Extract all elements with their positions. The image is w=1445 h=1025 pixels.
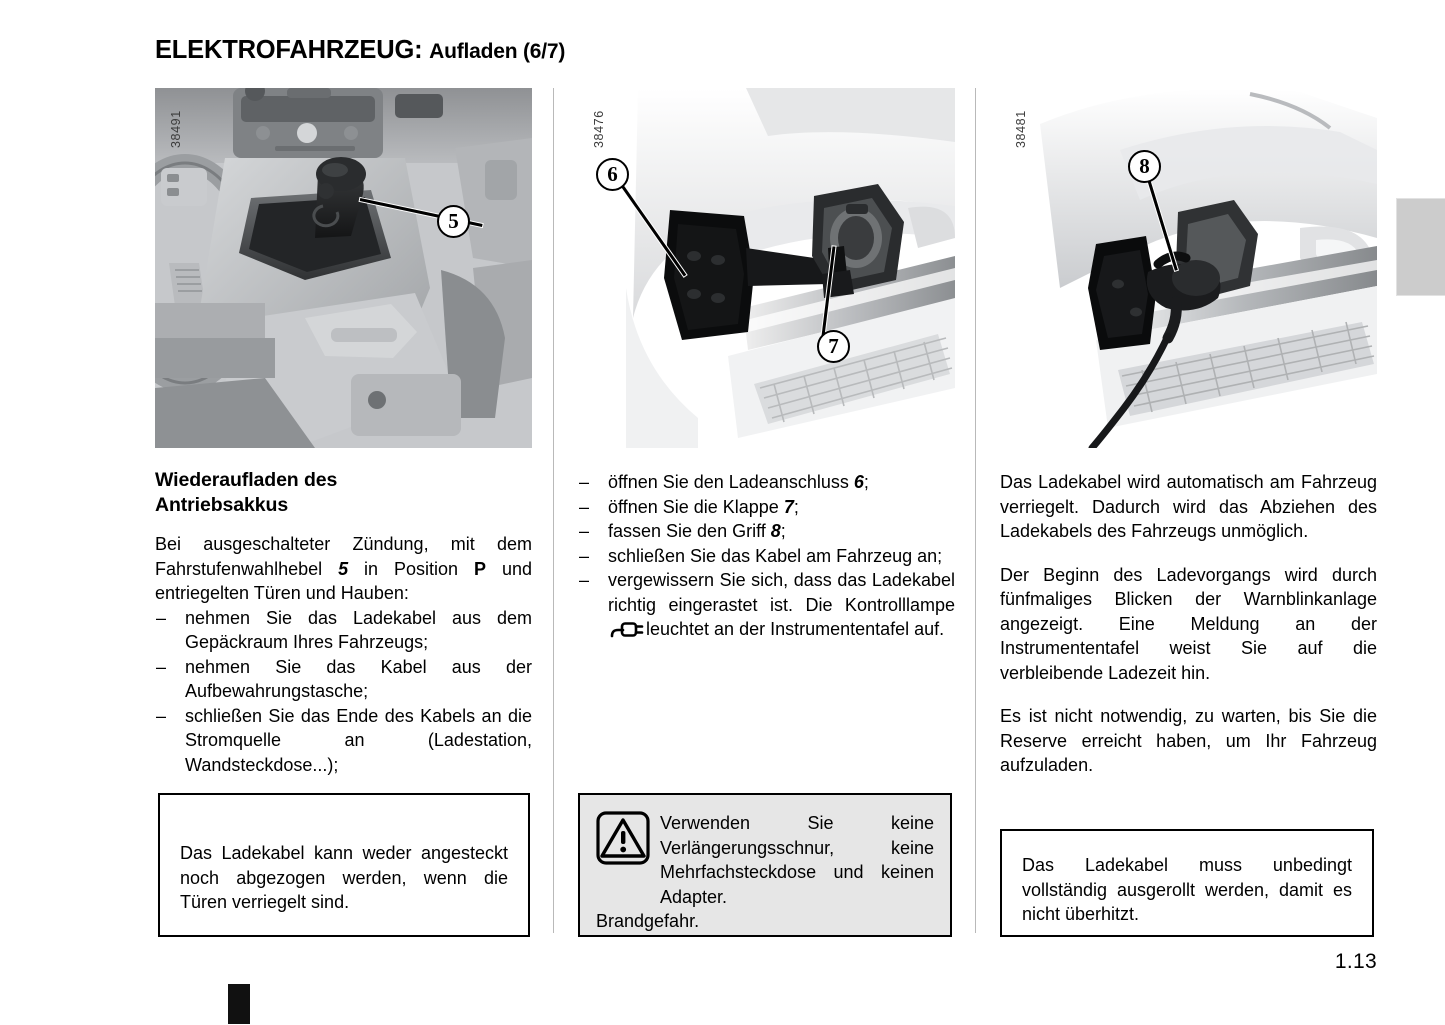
list-item-text: öffnen Sie die Klappe bbox=[608, 496, 784, 517]
list-dash: – bbox=[579, 472, 590, 492]
list-item-ref: 6 bbox=[853, 472, 864, 492]
list-item-ref: 7 bbox=[783, 496, 794, 517]
column-2: 38476 bbox=[578, 88, 955, 642]
section-edge-tab bbox=[1396, 198, 1445, 296]
list-item-text: schließen Sie das Kabel am Fahrzeug an; bbox=[608, 545, 943, 566]
column-1-intro-position: P bbox=[473, 558, 486, 579]
figure-2-callout-7: 7 bbox=[817, 330, 850, 363]
figure-3: 38481 bbox=[1000, 88, 1377, 448]
list-item: – nehmen Sie das Kabel aus der Aufbewahr… bbox=[155, 655, 532, 704]
figure-1: 38491 bbox=[155, 88, 532, 448]
list-item: – nehmen Sie das Ladekabel aus dem Gepäc… bbox=[155, 606, 532, 655]
list-item: – vergewissern Sie sich, dass das Ladeka… bbox=[578, 568, 955, 642]
list-dash: – bbox=[579, 545, 590, 566]
column-3-note-text: Das Ladekabel muss unbedingt vollständig… bbox=[1022, 855, 1352, 924]
car-interior-illustration bbox=[155, 88, 532, 448]
list-item-text: nehmen Sie das Ladekabel aus dem Gepäckr… bbox=[185, 607, 532, 653]
figure-3-photo: 8 bbox=[1000, 88, 1377, 448]
figure-1-photo: 5 bbox=[155, 88, 532, 448]
column-1-intro-mid: in Position bbox=[348, 558, 474, 579]
figure-2-reference: 38476 bbox=[592, 110, 606, 148]
column-divider-1 bbox=[553, 88, 554, 933]
figure-2: 38476 bbox=[578, 88, 955, 448]
column-2-steps: – öffnen Sie den Ladeanschluss 6; – öffn… bbox=[578, 470, 955, 642]
column-3-paragraph-1: Das Ladekabel wird automatisch am Fahrze… bbox=[1000, 472, 1377, 541]
column-2-warning-after: Brandgefahr. bbox=[596, 911, 700, 931]
list-dash: – bbox=[156, 607, 167, 628]
column-1-intro-pre: Bei ausgeschalteter Zündung, mit dem Fah… bbox=[155, 534, 532, 579]
cable-connected-illustration bbox=[1000, 88, 1377, 448]
page-title-main: ELEKTROFAHRZEUG: bbox=[155, 36, 423, 64]
column-1-intro-num: 5 bbox=[338, 558, 349, 579]
page-edge-marker bbox=[228, 984, 250, 1024]
list-dash: – bbox=[156, 705, 167, 726]
figure-2-callout-6: 6 bbox=[596, 158, 629, 191]
figure-3-reference: 38481 bbox=[1014, 110, 1028, 148]
column-divider-2 bbox=[975, 88, 976, 933]
figure-3-callout-8: 8 bbox=[1128, 150, 1161, 183]
column-1-steps: – nehmen Sie das Ladekabel aus dem Gepäc… bbox=[155, 606, 532, 778]
list-dash: – bbox=[579, 570, 590, 590]
column-1-heading-line1: Wiederaufladen des bbox=[155, 469, 338, 491]
list-item-ref: 8 bbox=[770, 521, 781, 541]
page-title-sub: Aufladen (6/7) bbox=[429, 40, 566, 63]
list-item-text: öffnen Sie den Ladeanschluss bbox=[608, 472, 854, 492]
warning-triangle-icon bbox=[596, 811, 650, 865]
page-number: 1.13 bbox=[1334, 950, 1377, 973]
list-item-suffix: ; bbox=[793, 496, 799, 517]
list-item: – öffnen Sie den Ladeanschluss 6; bbox=[578, 470, 955, 495]
list-item-text: nehmen Sie das Kabel aus der Aufbewahrun… bbox=[185, 656, 532, 702]
list-dash: – bbox=[579, 521, 590, 541]
list-dash: – bbox=[156, 656, 167, 677]
column-3-note-box: Das Ladekabel muss unbedingt vollständig… bbox=[1000, 829, 1374, 937]
list-item-text: schließen Sie das Ende des Kabels an die… bbox=[185, 705, 532, 775]
charging-plug-icon bbox=[610, 620, 644, 638]
column-1-note-text: Das Ladekabel kann weder angesteckt noch… bbox=[180, 843, 508, 912]
list-item-text: vergewissern Sie sich, dass das Ladekabe… bbox=[608, 570, 955, 615]
column-1-heading-line2: Antriebsakkus bbox=[155, 494, 289, 516]
column-2-warning-text: Verwenden Sie keine Verlängerungsschnur,… bbox=[660, 813, 934, 907]
charging-port-illustration bbox=[578, 88, 955, 448]
list-item: – öffnen Sie die Klappe 7; bbox=[578, 495, 955, 520]
column-1-heading: Wiederaufladen des Antriebsakkus bbox=[155, 468, 532, 518]
column-3: 38481 bbox=[1000, 88, 1377, 778]
list-item-suffix: ; bbox=[863, 472, 869, 492]
list-item: – fassen Sie den Griff 8; bbox=[578, 519, 955, 544]
list-item: – schließen Sie das Ende des Kabels an d… bbox=[155, 704, 532, 778]
column-3-paragraph-2: Der Beginn des Ladevorgangs wird durch f… bbox=[1000, 564, 1377, 683]
figure-2-photo: 6 7 bbox=[578, 88, 955, 448]
list-item-suffix: ; bbox=[780, 521, 786, 541]
figure-1-callout-5: 5 bbox=[437, 205, 470, 238]
column-2-warning-box: Verwenden Sie keine Verlängerungsschnur,… bbox=[578, 793, 952, 937]
column-1-intro: Bei ausgeschalteter Zündung, mit dem Fah… bbox=[155, 532, 532, 606]
column-1-note-box: Das Ladekabel kann weder angesteckt noch… bbox=[158, 793, 530, 937]
column-1: 38491 bbox=[155, 88, 532, 777]
column-3-paragraph-3: Es ist nicht notwendig, zu warten, bis S… bbox=[1000, 706, 1377, 775]
list-dash: – bbox=[579, 496, 590, 517]
list-item-text-cont: leuchtet an der Instrumententafel auf. bbox=[646, 619, 945, 639]
figure-1-reference: 38491 bbox=[169, 110, 183, 148]
page-title: ELEKTROFAHRZEUG: Aufladen (6/7) bbox=[155, 36, 565, 65]
column-1-intro-post: und entriegelten Türen und Hauben: bbox=[155, 558, 532, 604]
list-item-text: fassen Sie den Griff bbox=[608, 521, 771, 541]
list-item: – schließen Sie das Kabel am Fahrzeug an… bbox=[578, 544, 955, 569]
